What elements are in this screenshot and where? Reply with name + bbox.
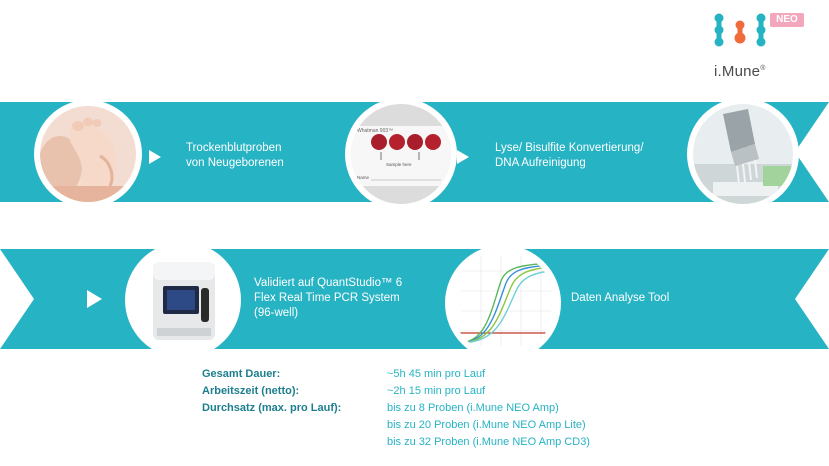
step-1-image xyxy=(36,102,140,206)
step-1-line-2: von Neugeborenen xyxy=(186,157,284,169)
step-3-line-2: Flex Real Time PCR System xyxy=(254,292,400,304)
arrow-right-icon xyxy=(457,150,469,164)
step-2-text: Lyse/ Bisulfite Konvertierung/ DNA Aufre… xyxy=(495,141,644,171)
brand-name: i.Mune® xyxy=(714,63,766,80)
arrow-right-icon xyxy=(87,290,102,308)
step-3-line-3: (96-well) xyxy=(254,307,299,319)
pipette-image-circle xyxy=(689,100,797,208)
detail-row-duration: Gesamt Dauer: ~5h 45 min pro Lauf xyxy=(202,366,590,383)
pcr-instrument-image xyxy=(131,248,235,352)
detail-label: Durchsatz (max. pro Lauf): xyxy=(202,402,342,414)
detail-extra-line: bis zu 32 Proben (i.Mune NEO Amp CD3) xyxy=(387,436,590,448)
card-name-label: Name xyxy=(357,175,370,180)
arrow-right-icon xyxy=(149,150,161,164)
neo-badge: NEO xyxy=(770,13,804,27)
step-2-image: Whatman 903™ Sample here Name xyxy=(347,100,455,208)
detail-extra-line: bis zu 20 Proben (i.Mune NEO Amp Lite) xyxy=(387,419,586,431)
step-3-line-1: Validiert auf QuantStudio™ 6 xyxy=(254,277,403,289)
blood-card-image: Whatman 903™ Sample here Name xyxy=(351,104,451,204)
detail-value: ~2h 15 min pro Lauf xyxy=(387,385,486,397)
step-3-text: Validiert auf QuantStudio™ 6 Flex Real T… xyxy=(254,276,402,321)
step-1-text: Trockenblutproben von Neugeborenen xyxy=(186,141,284,171)
amplification-curve-image xyxy=(451,251,555,355)
detail-row-throughput: Durchsatz (max. pro Lauf): bis zu 8 Prob… xyxy=(202,400,590,417)
step-1-line-1: Trockenblutproben xyxy=(186,142,282,154)
detail-value: bis zu 8 Proben (i.Mune NEO Amp) xyxy=(387,402,559,414)
band-bottom-right-notch xyxy=(795,249,829,349)
baby-foot-image xyxy=(40,106,136,202)
card-sample-label: Sample here xyxy=(386,162,412,167)
step-2-line-2: DNA Aufreinigung xyxy=(495,157,586,169)
step-4-image xyxy=(447,247,559,359)
step-4-line-1: Daten Analyse Tool xyxy=(571,292,670,304)
step-3-image xyxy=(127,244,239,356)
pipette-image xyxy=(693,104,793,204)
band-bottom-left-notch xyxy=(0,249,34,349)
step-4-text: Daten Analyse Tool xyxy=(571,291,669,306)
imune-logo-icon xyxy=(714,13,766,47)
workflow-band-bottom xyxy=(0,249,829,349)
card-brand-label: Whatman 903™ xyxy=(357,128,393,134)
step-2-line-1: Lyse/ Bisulfite Konvertierung/ xyxy=(495,142,644,154)
detail-label: Arbeitszeit (netto): xyxy=(202,385,300,397)
detail-row-worktime: Arbeitszeit (netto): ~2h 15 min pro Lauf xyxy=(202,383,590,400)
workflow-details: Gesamt Dauer: ~5h 45 min pro Lauf Arbeit… xyxy=(202,366,590,451)
detail-value: ~5h 45 min pro Lauf xyxy=(387,368,486,380)
detail-label: Gesamt Dauer: xyxy=(202,368,281,380)
arrow-right-icon xyxy=(800,146,812,160)
